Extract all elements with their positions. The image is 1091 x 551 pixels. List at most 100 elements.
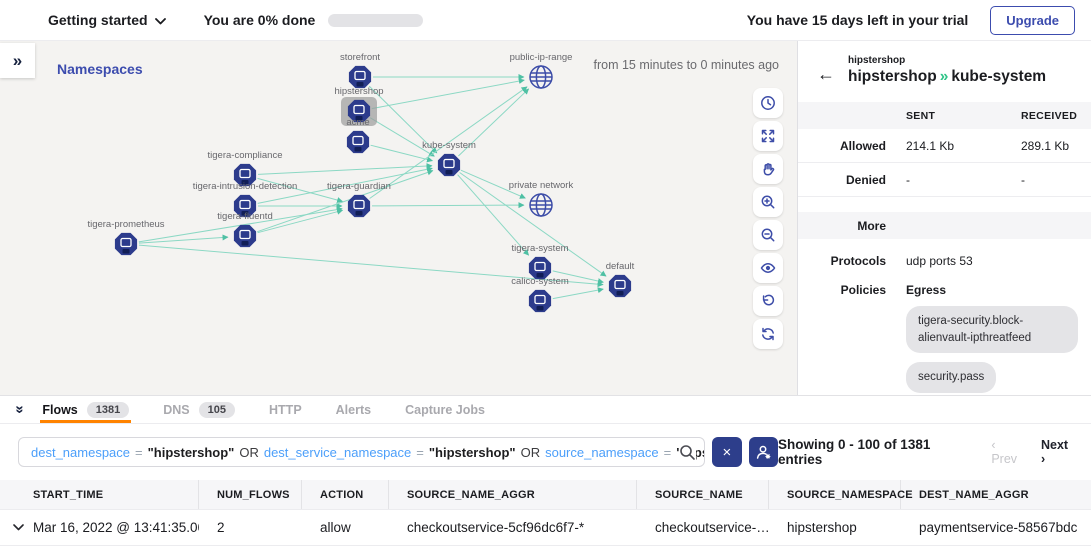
graph-node-calico-system[interactable]: calico-system <box>511 276 569 313</box>
zoom-out-button[interactable] <box>753 220 783 250</box>
progress-label: You are 0% done <box>203 12 316 28</box>
tab-flows[interactable]: Flows 1381 <box>40 396 132 423</box>
column-header-dest-name-aggr[interactable]: DEST_NAME_AGGR <box>919 488 1029 501</box>
search-token: "hipstershop" <box>147 444 235 460</box>
history-button[interactable] <box>753 88 783 118</box>
graph-node-tigera-system[interactable]: tigera-system <box>511 243 569 280</box>
expand-sidebar-button[interactable]: » <box>0 43 35 78</box>
arrow-left-icon: ← <box>817 64 835 84</box>
globe-icon <box>529 193 553 217</box>
user-settings-button[interactable] <box>748 437 779 467</box>
visibility-button[interactable] <box>753 253 783 283</box>
namespace-icon <box>346 130 370 154</box>
graph-edge <box>257 177 344 203</box>
double-chevron-right-icon: » <box>12 50 23 70</box>
graph-edge <box>370 144 433 163</box>
getting-started-label: Getting started <box>48 12 148 28</box>
zoom-in-icon <box>760 194 776 210</box>
progress-bar <box>328 13 424 27</box>
next-page-button[interactable]: Next › <box>1040 438 1069 466</box>
detail-panel: ← hipstershop hipstershop»kube-system SE… <box>797 41 1091 395</box>
cell-action: allow <box>320 520 351 535</box>
more-section-header: More <box>798 212 1091 239</box>
upgrade-button[interactable]: Upgrade <box>990 5 1075 35</box>
column-header-source-name-aggr[interactable]: SOURCE_NAME_AGGR <box>389 480 637 509</box>
graph-edge <box>257 208 344 234</box>
expand-row-button[interactable] <box>13 524 24 531</box>
flows-section: » Flows 1381 DNS 105 HTTP Alerts Capture… <box>0 395 1091 546</box>
more-label: More <box>857 218 886 233</box>
tab-alerts[interactable]: Alerts <box>335 402 372 417</box>
received-column-header: RECEIVED <box>1021 109 1078 122</box>
double-chevron-separator-icon: » <box>939 68 949 85</box>
column-header-num-flows[interactable]: NUM_FLOWS <box>199 480 302 509</box>
node-label: public-ip-range <box>510 52 573 63</box>
graph-edge <box>369 86 528 199</box>
detail-title-source: hipstershop <box>848 68 937 85</box>
prev-page-button[interactable]: ‹ Prev <box>991 438 1018 466</box>
graph-node-tigera-intrusion-detection[interactable]: tigera-intrusion-detection <box>193 181 298 218</box>
namespace-icon <box>233 163 257 187</box>
namespace-graph[interactable]: storefront public-ip-range hipstershop acme… <box>0 41 797 395</box>
protocols-row: Protocols udp ports 53 <box>798 254 1091 268</box>
graph-node-default[interactable]: default <box>606 261 635 298</box>
graph-node-tigera-guardian[interactable]: tigera-guardian <box>327 181 391 218</box>
policy-pill[interactable]: security.pass <box>906 362 997 394</box>
pan-icon <box>760 161 776 177</box>
fit-view-button[interactable] <box>753 121 783 151</box>
refresh-button[interactable] <box>753 319 783 349</box>
namespace-icon <box>608 274 632 298</box>
column-header-action[interactable]: ACTION <box>302 480 389 509</box>
graph-node-storefront[interactable]: storefront <box>340 52 380 89</box>
graph-node-tigera-fluentd[interactable]: tigera-fluentd <box>217 211 273 248</box>
getting-started-menu[interactable]: Getting started <box>48 12 166 28</box>
node-label: calico-system <box>511 276 569 287</box>
graph-node-tigera-compliance[interactable]: tigera-compliance <box>208 150 283 187</box>
node-label: hipstershop <box>334 86 383 97</box>
flows-count-badge: 1381 <box>86 401 130 418</box>
column-header-source-name[interactable]: SOURCE_NAME <box>637 480 769 509</box>
zoom-in-button[interactable] <box>753 187 783 217</box>
graph-node-tigera-prometheus[interactable]: tigera-prometheus <box>87 219 165 256</box>
close-icon: × <box>722 443 732 461</box>
cell-dest-name-aggr: paymentservice-58567bdc <box>919 520 1078 535</box>
graph-node-private-network[interactable]: private network <box>509 180 574 217</box>
graph-node-acme[interactable]: acme <box>346 117 370 154</box>
detail-title-dest: kube-system <box>951 68 1047 85</box>
cell-source-namespace: hipstershop <box>787 520 857 535</box>
search-token: OR <box>239 444 259 460</box>
node-label: acme <box>346 117 369 128</box>
namespace-icon <box>528 256 552 280</box>
node-label: tigera-prometheus <box>87 219 164 230</box>
flows-search-input[interactable]: dest_namespace = "hipstershop" OR dest_s… <box>18 437 706 467</box>
user-gear-icon <box>755 444 772 461</box>
detail-eyebrow: hipstershop <box>848 55 906 66</box>
node-label: tigera-guardian <box>327 181 391 192</box>
graph-panel: storefront public-ip-range hipstershop acme… <box>0 41 797 395</box>
chevron-down-icon <box>13 524 24 531</box>
graph-node-hipstershop[interactable]: hipstershop <box>334 86 384 126</box>
graph-toolbar <box>753 88 783 349</box>
tab-capture-jobs[interactable]: Capture Jobs <box>405 402 485 417</box>
collapse-panel-button[interactable]: » <box>10 401 31 417</box>
graph-edge <box>138 244 604 288</box>
pan-button[interactable] <box>753 154 783 184</box>
node-label: storefront <box>340 52 380 63</box>
undo-button[interactable] <box>753 286 783 316</box>
column-header-start-time[interactable]: START_TIME <box>0 480 199 509</box>
graph-node-public-ip-range[interactable]: public-ip-range <box>510 52 573 89</box>
namespace-icon <box>114 232 138 256</box>
clear-search-button[interactable]: × <box>712 437 742 467</box>
dns-count-badge: 105 <box>198 401 236 418</box>
graph-edge <box>459 172 607 277</box>
back-button[interactable]: ← <box>817 65 835 86</box>
column-header-source-namespace[interactable]: SOURCE_NAMESPACE <box>769 480 913 509</box>
denied-received-value: - <box>1021 172 1025 187</box>
tab-dns[interactable]: DNS 105 <box>163 396 236 423</box>
tab-http[interactable]: HTTP <box>269 402 302 417</box>
cell-source-name-aggr: checkoutservice-5cf96dc6f7-* <box>407 520 585 535</box>
graph-node-kube-system[interactable]: kube-system <box>422 140 476 177</box>
table-row[interactable]: Mar 16, 2022 @ 13:41:35.000 2 allow chec… <box>0 510 1091 546</box>
policy-pill[interactable]: tigera-security.block-alienvault-ipthrea… <box>906 306 1078 354</box>
search-token: = <box>663 444 672 460</box>
